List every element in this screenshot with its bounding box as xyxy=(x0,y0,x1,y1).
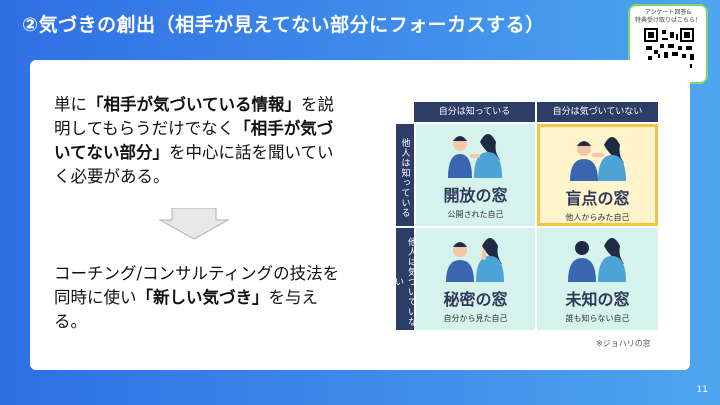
page-number: 11 xyxy=(696,385,708,395)
people-whisper-icon xyxy=(445,238,504,282)
cell-title: 開放の窓 xyxy=(443,186,508,205)
content-card: 単に「相手が気づいている情報」を説明してもらうだけでなく「相手が気づいてない部分… xyxy=(30,60,690,370)
body-text: コーチング/コンサルティングの技法を同時に使い xyxy=(54,264,340,307)
johari-note: ※ジョハリの窓 xyxy=(596,339,651,348)
emphasis-text: 「相手が気づいている情報」 xyxy=(87,95,302,114)
body-text: を与える。 xyxy=(54,288,318,331)
row-header-others-unaware: 他人は気づいていない xyxy=(393,228,416,330)
col-header-self-unaware: 自分は気づいていない xyxy=(537,102,658,122)
cell-subtitle: 他人からみた自己 xyxy=(565,213,630,222)
people-back-to-back-icon xyxy=(567,238,626,282)
body-text: を説明してもらうだけでなく xyxy=(54,95,335,138)
people-talking-icon xyxy=(447,134,502,178)
cell-hidden-window: 秘密の窓 自分から見た自己 xyxy=(416,228,535,330)
cell-title: 秘密の窓 xyxy=(443,290,508,309)
cell-blind-window: 盲点の窓 他人からみた自己 xyxy=(537,124,658,226)
cell-subtitle: 公開された自己 xyxy=(447,210,504,219)
cell-subtitle: 誰も知らない自己 xyxy=(565,314,630,323)
cell-title: 未知の窓 xyxy=(565,290,630,309)
row-header-others-know: 他人は知っている xyxy=(396,124,414,226)
emphasis-text: 「新しい気づき」 xyxy=(136,288,269,307)
cell-subtitle: 自分から見た自己 xyxy=(443,314,508,323)
body-text: 単に xyxy=(54,95,87,114)
qr-caption: アンケート回答& 特典受け取りはこちら！ xyxy=(634,9,701,24)
col-header-self-knows: 自分は知っている xyxy=(414,102,535,122)
people-pointing-icon xyxy=(569,137,626,181)
emphasis-text: 「相手が気づいてない部分」 xyxy=(54,119,334,162)
paragraph-1: 単に「相手が気づいている情報」を説明してもらうだけでなく「相手が気づいてない部分… xyxy=(54,93,344,189)
cell-unknown-window: 未知の窓 誰も知らない自己 xyxy=(537,228,658,330)
paragraph-2: コーチング/コンサルティングの技法を同時に使い「新しい気づき」を与える。 xyxy=(54,262,344,334)
cell-title: 盲点の窓 xyxy=(565,189,630,208)
body-text: を中心に話を聞いていく必要がある。 xyxy=(54,143,334,186)
slide-title: ②気づきの創出（相手が見えてない部分にフォーカスする） xyxy=(22,14,545,36)
cell-open-window: 開放の窓 公開された自己 xyxy=(416,124,535,226)
johari-window: 自分は知っている 自分は気づいていない 他人は知っている 他人は気づいていない … xyxy=(393,102,658,330)
down-arrow-icon xyxy=(158,208,230,240)
